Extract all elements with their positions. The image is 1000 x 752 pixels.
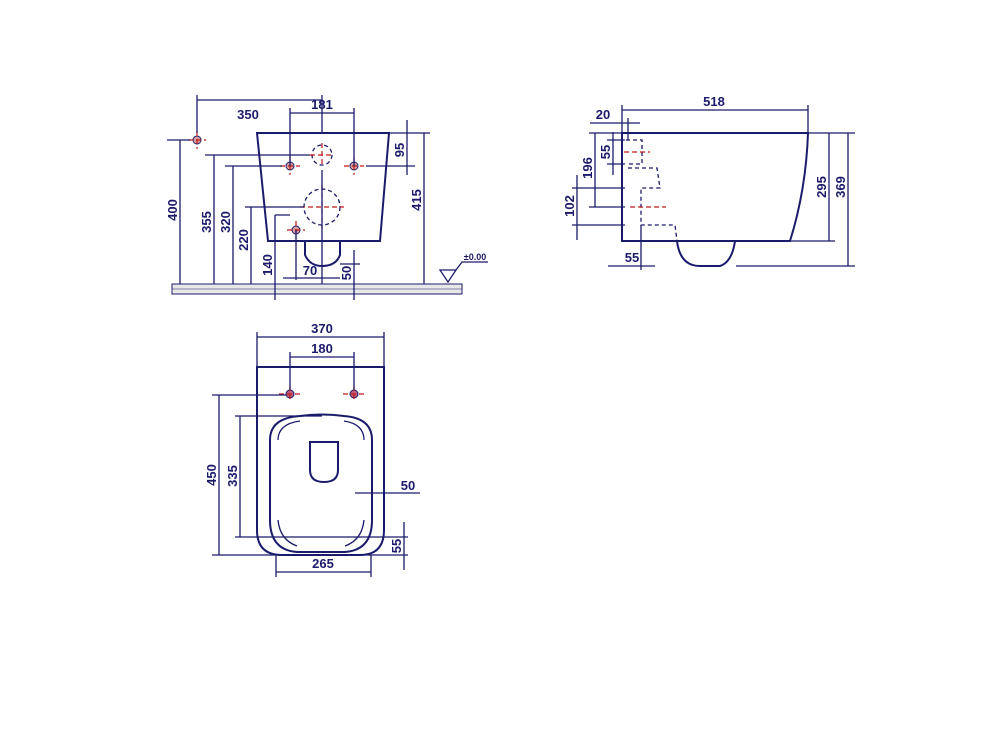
seat-outline — [269, 413, 373, 553]
floor-level-label: ±0.00 — [464, 252, 486, 262]
dim-370: 370 — [311, 321, 333, 336]
dim-295: 295 — [814, 176, 829, 198]
bowl-opening — [309, 441, 339, 484]
dim-50: 50 — [401, 478, 415, 493]
dim-102: 102 — [562, 195, 577, 217]
dim-450: 450 — [204, 464, 219, 486]
side-bowl-outline — [676, 240, 736, 267]
dim-55: 55 — [389, 539, 404, 553]
side-centerlines — [624, 151, 666, 208]
dim-140: 140 — [260, 254, 275, 276]
side-dimension-lines — [572, 105, 855, 270]
dim-55-horizontal: 55 — [625, 250, 639, 265]
dim-95: 95 — [392, 143, 407, 157]
dim-320: 320 — [218, 211, 233, 233]
dim-55-vertical: 55 — [598, 145, 613, 159]
front-view: 350 181 95 415 400 355 320 220 140 70 50… — [165, 95, 488, 300]
dim-355: 355 — [199, 211, 214, 233]
dim-350: 350 — [237, 107, 259, 122]
dim-181: 181 — [311, 97, 333, 112]
top-view: 370 180 450 335 50 55 265 — [204, 321, 420, 577]
dim-70: 70 — [303, 263, 317, 278]
dim-180: 180 — [311, 341, 333, 356]
tank-outline — [255, 132, 391, 242]
dim-415: 415 — [409, 189, 424, 211]
seat-inner-line — [277, 420, 365, 547]
side-view: 518 20 55 196 102 295 369 55 — [562, 94, 855, 270]
dim-265: 265 — [312, 556, 334, 571]
dim-50: 50 — [339, 266, 354, 280]
dim-369: 369 — [833, 176, 848, 198]
dim-20: 20 — [596, 107, 610, 122]
dim-335: 335 — [225, 465, 240, 487]
dim-220: 220 — [236, 229, 251, 251]
dim-400: 400 — [165, 199, 180, 221]
dim-518: 518 — [703, 94, 725, 109]
side-hidden-lines — [626, 139, 678, 242]
dim-196: 196 — [580, 157, 595, 179]
level-symbol — [438, 261, 488, 284]
dimension-lines — [167, 95, 430, 300]
top-dimension-lines — [212, 332, 420, 577]
top-centerlines — [279, 386, 365, 402]
